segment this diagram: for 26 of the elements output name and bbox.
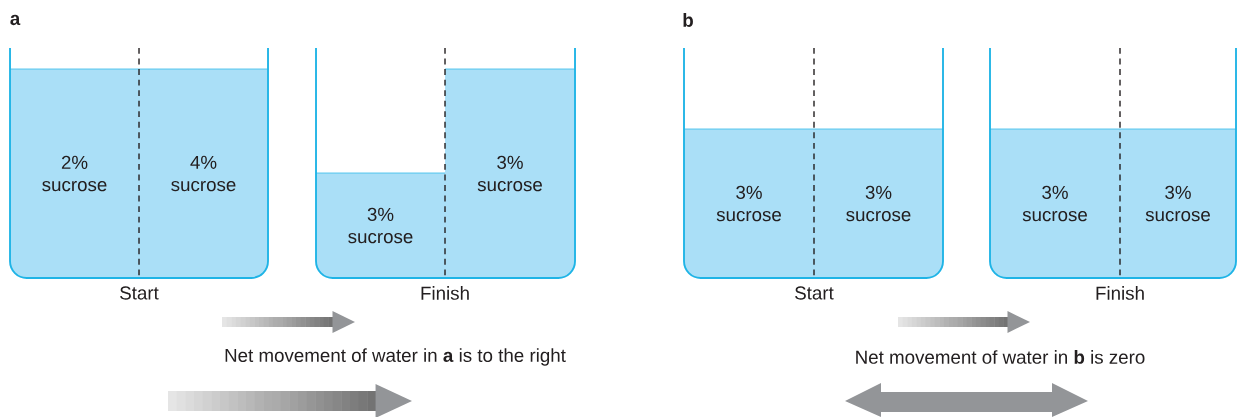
solution-compartment: 3% sucrose	[813, 128, 944, 278]
solution-compartment: 2% sucrose	[9, 68, 140, 278]
node-label: 3% sucrose	[348, 207, 413, 244]
node-label: 2% sucrose	[42, 155, 107, 192]
solution-compartment: 3% sucrose	[1119, 128, 1237, 278]
caption-text: Net movement of water in a is to the right	[225, 348, 566, 366]
node-label: 3% sucrose	[716, 185, 781, 222]
beaker-drawing	[315, 47, 576, 279]
panel-label: a	[10, 14, 21, 26]
beaker-drawing	[683, 47, 944, 279]
node-label: 3% sucrose	[846, 185, 911, 222]
solution-compartment: 3% sucrose	[683, 128, 815, 278]
beaker-drawing	[9, 47, 269, 279]
beaker-caption: Start	[795, 286, 834, 300]
solution-compartment: 4% sucrose	[138, 68, 269, 278]
beaker-caption: Finish	[1096, 286, 1144, 300]
node-label: 3% sucrose	[1145, 185, 1210, 222]
beaker-caption: Start	[120, 286, 159, 300]
node-label: 4% sucrose	[171, 155, 236, 192]
beaker-drawing	[989, 47, 1237, 279]
solution-compartment: 3% sucrose	[315, 172, 446, 278]
node-label: 3% sucrose	[1022, 185, 1087, 222]
caption-text: Net movement of water in b is zero	[856, 350, 1145, 364]
panel-label: b	[683, 13, 693, 27]
solution-compartment: 3% sucrose	[989, 128, 1121, 278]
beaker-caption: Finish	[421, 286, 469, 300]
